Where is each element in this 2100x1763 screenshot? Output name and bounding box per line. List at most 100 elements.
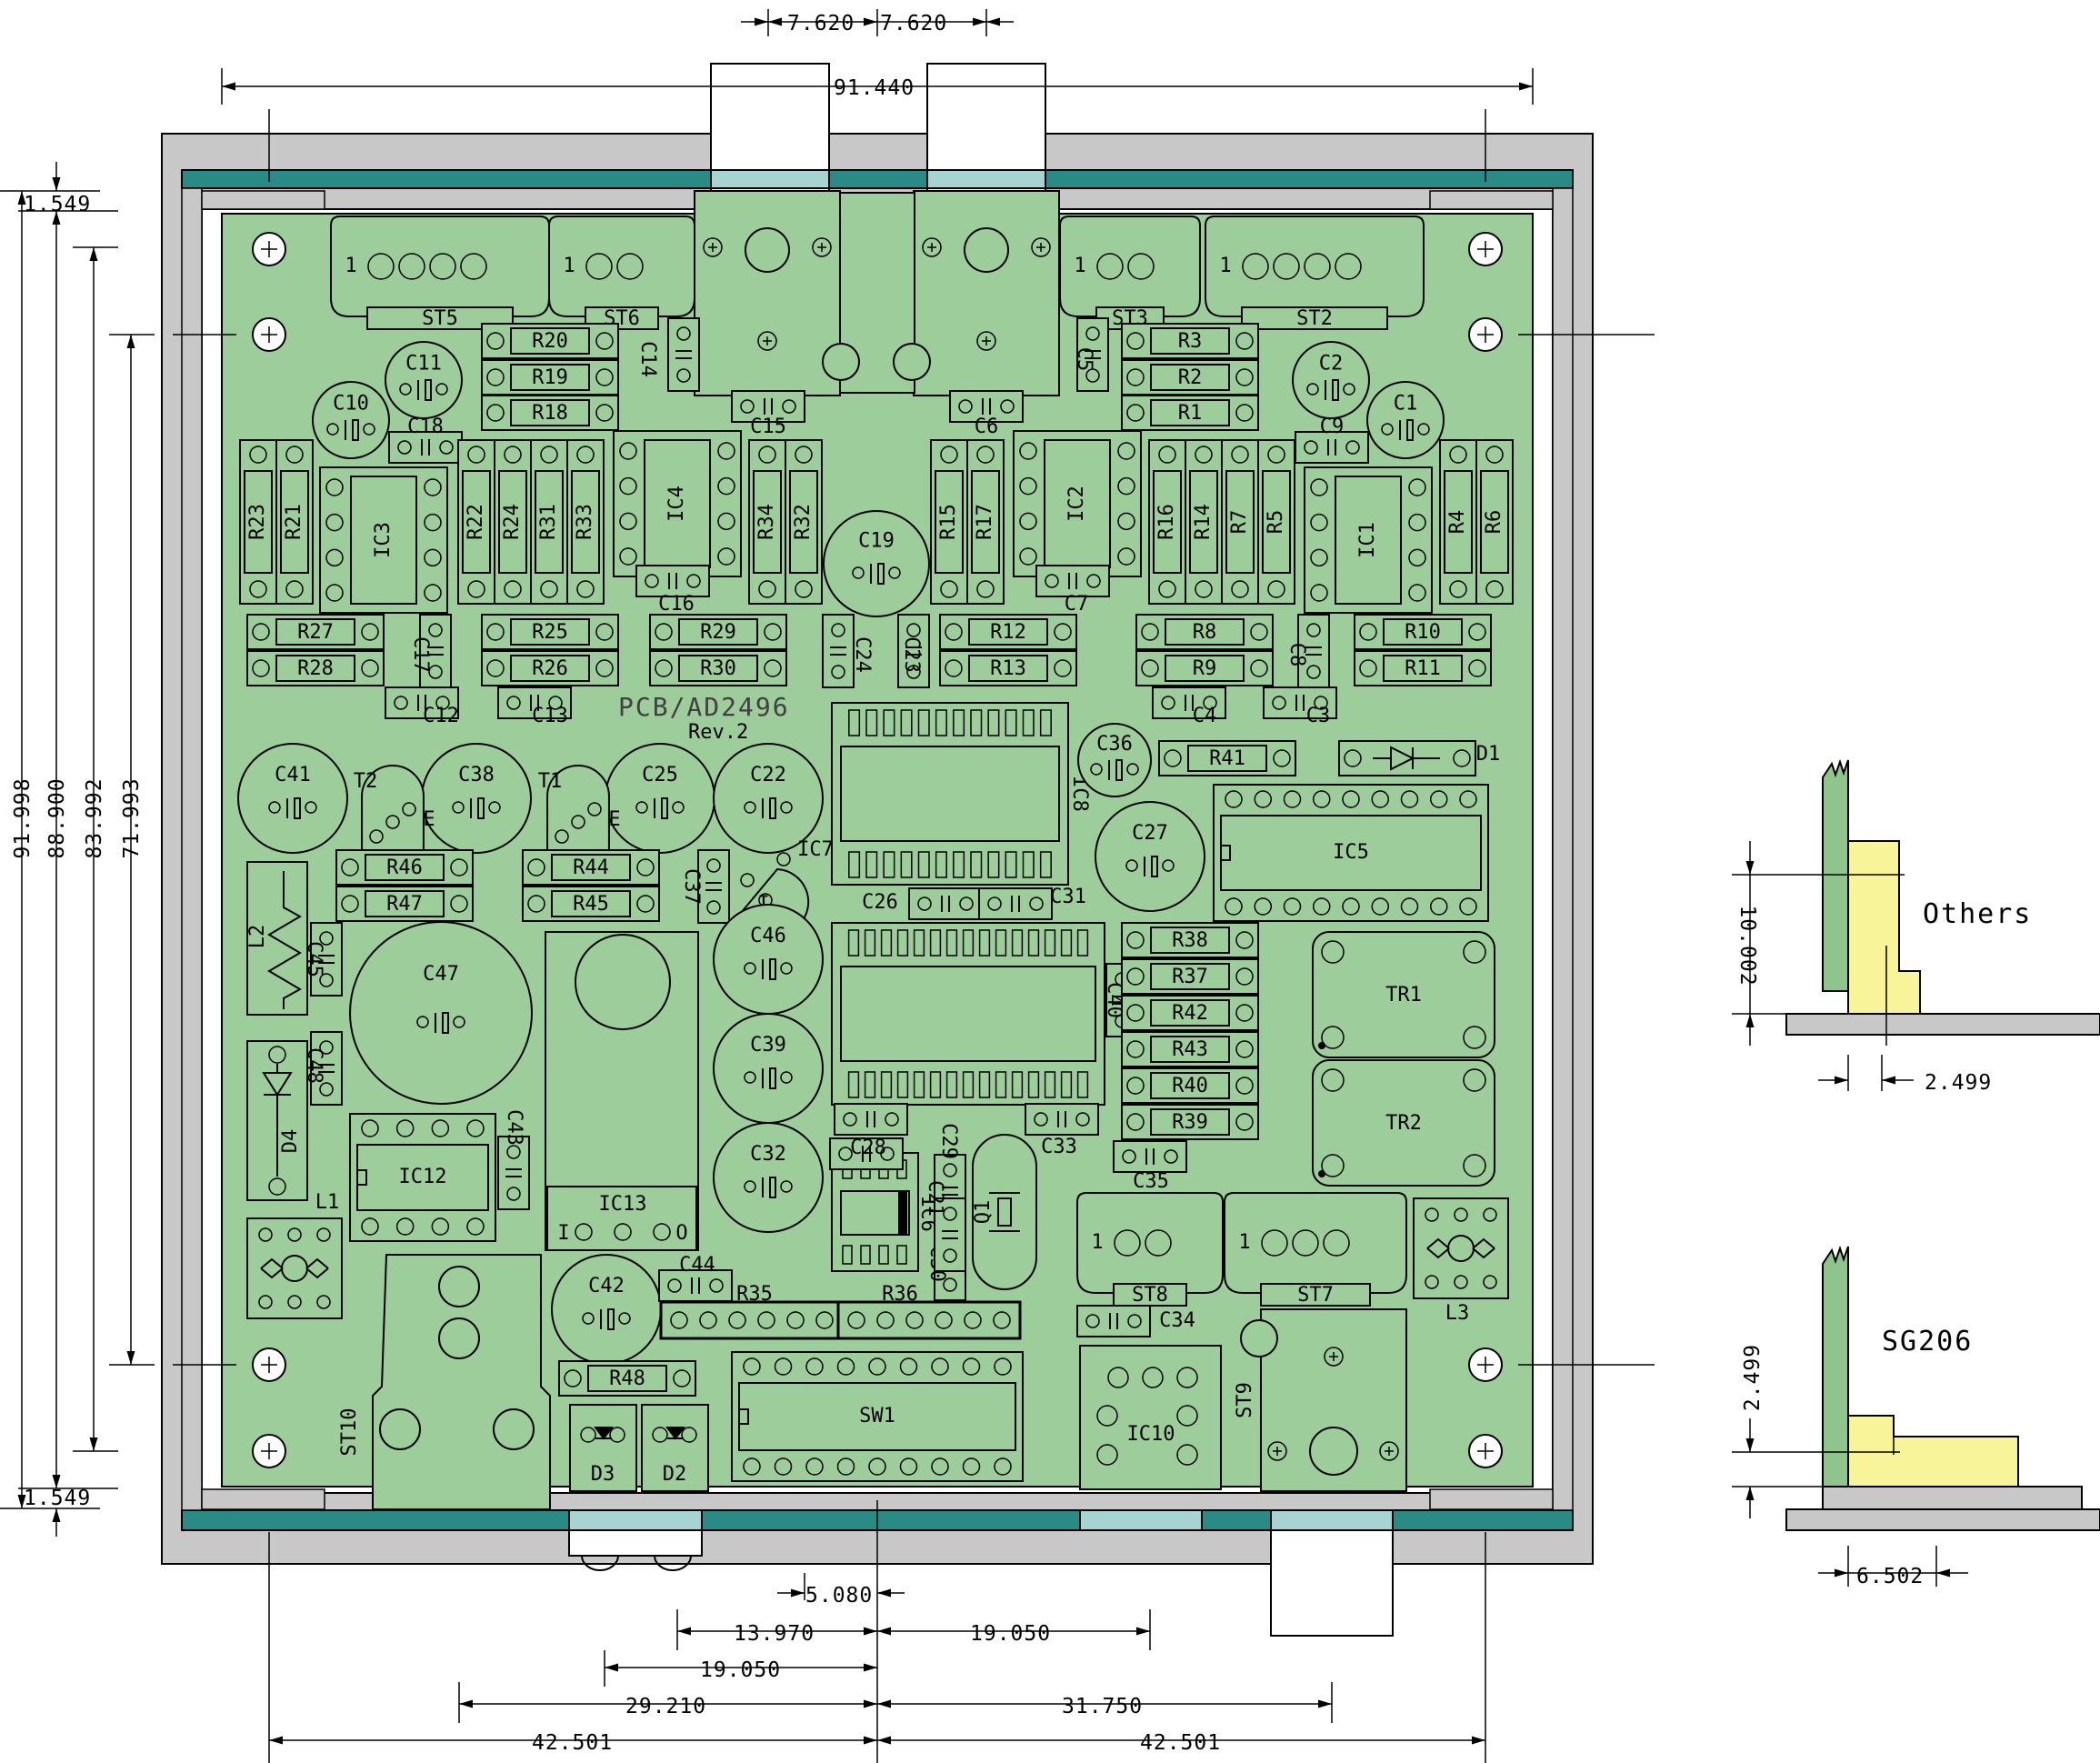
cap-c24: C24 [822,614,874,688]
cap-label: C33 [1041,1136,1077,1158]
resistor-network-label: R35 [736,1283,773,1306]
side-view-others-label: Others [1923,898,2032,930]
crystal-q1: Q1 [972,1134,1037,1290]
elcap-c46: C46 [713,904,824,1015]
resistor-label: R4 [1446,510,1469,535]
cap-c26: C26 [862,887,983,920]
ic-label: IC13 [599,1193,647,1216]
transistor-t1: T1E [538,765,621,857]
resistor-label: R7 [1228,510,1251,535]
ic-sw1: SW1 [731,1351,1024,1482]
resistor-label: R28 [297,657,334,680]
resistor-r8: R8 [1135,614,1274,650]
cap-c37: C37 [680,849,730,924]
cap-label: C29 [937,1123,960,1159]
resistor-network-r36: R36 [836,1283,1022,1340]
resistor-r37: R37 [1121,958,1259,995]
resistor-network-label: R36 [882,1283,918,1306]
resistor-label: R32 [792,504,815,540]
mounting-hole [252,317,286,352]
transistor-label: T2 [354,770,378,793]
dim-left-bottom-offset: 1.549 [24,1487,91,1510]
ic-label: IC2 [1065,486,1088,522]
cap-label: C44 [679,1254,715,1277]
cap-label: C12 [423,705,459,727]
mounting-hole [252,232,286,266]
dim-bottom-h: 42.501 [1140,1731,1221,1755]
bottom-connector-housings [568,1509,1394,1637]
transistor-t2: T2E [354,765,435,857]
left-dimensions: 91.998 88.900 83.992 71.993 1.549 1.549 [0,162,155,1537]
resistor-label: R38 [1172,929,1208,952]
resistor-r22: R22 [457,439,495,605]
cap-label: C21 [924,1180,946,1217]
resistor-r9: R9 [1135,650,1274,686]
elcap-c10: C10 [312,381,390,459]
resistor-r3: R3 [1121,323,1259,359]
mounting-holes [173,109,1655,1546]
resistor-r43: R43 [1121,1031,1259,1067]
resistor-label: R14 [1192,504,1215,540]
resistor-label: R39 [1172,1111,1208,1134]
resistor-r42: R42 [1121,995,1259,1031]
resistor-label: R21 [283,504,305,540]
cap-label: C15 [750,416,786,438]
transformer-tr2: TR2 [1312,1059,1495,1187]
cap-c3: C3 [1263,686,1337,727]
resistor-label: R40 [1172,1075,1208,1097]
resistor-r28: R28 [246,650,385,686]
elcap-label: C39 [750,1034,786,1057]
elcap-label: C11 [405,352,442,375]
cap-label: C3 [1306,705,1331,727]
cap-c45: C45 [303,922,343,997]
resistor-label: R22 [465,504,487,540]
dim-top-left-pitch: 7.620 [787,12,855,35]
resistor-label: R6 [1483,510,1505,535]
resistor-label: R37 [1172,966,1208,988]
connector-st10: ST10 [338,1254,551,1510]
resistor-r12: R12 [939,614,1077,650]
resistor-label: R43 [1172,1038,1208,1061]
cap-label: C31 [1050,886,1086,908]
elcap-label: C36 [1096,733,1133,756]
ic-ic4: IC4 [613,430,742,577]
resistor-r15: R15 [930,439,968,605]
resistor-r7: R7 [1221,439,1259,605]
resistor-r19: R19 [481,359,619,396]
resistor-label: R8 [1193,621,1217,644]
connector-label: ST5 [422,307,458,330]
cap-label: C7 [1065,593,1089,616]
ic-label: IC5 [1333,841,1369,864]
connector-label: ST2 [1296,307,1333,330]
cap-c5: C5 [1073,317,1109,392]
resistor-label: R48 [609,1367,645,1390]
diode-label: D1 [1476,743,1501,766]
resistor-label: R46 [386,856,423,879]
pin-one-label: 1 [1238,1231,1250,1254]
cap-label: C35 [1133,1170,1169,1193]
resistor-r14: R14 [1185,439,1223,605]
elcap-c2: C2 [1292,341,1370,419]
resistor-r23: R23 [239,439,277,605]
resistor-label: R19 [532,366,568,389]
output-pin-label: O [675,1222,687,1245]
elcap-label: C47 [423,963,459,986]
bottom-dimensions: 5.080 13.970 19.050 19.050 29.210 31.750… [268,1500,1486,1763]
resistor-label: R1 [1178,402,1203,425]
resistor-label: R3 [1178,330,1203,353]
resistor-label: R9 [1193,657,1217,680]
cap-c33: C33 [1025,1103,1099,1158]
dim-bottom-c: 19.050 [970,1622,1051,1646]
cap-label: C43 [503,1109,525,1146]
inductor-l1: L1 [246,1191,343,1319]
cap-label: C8 [1285,643,1308,667]
emitter-label: E [423,808,435,831]
mounting-hole [1468,1347,1503,1382]
elcap-label: C27 [1132,822,1168,845]
mounting-hole [252,1347,286,1382]
mounting-hole [1468,1434,1503,1468]
ic-label: IC4 [665,486,688,522]
side-view-sg206: 2.499 6.502 SG206 [1732,1245,2100,1588]
